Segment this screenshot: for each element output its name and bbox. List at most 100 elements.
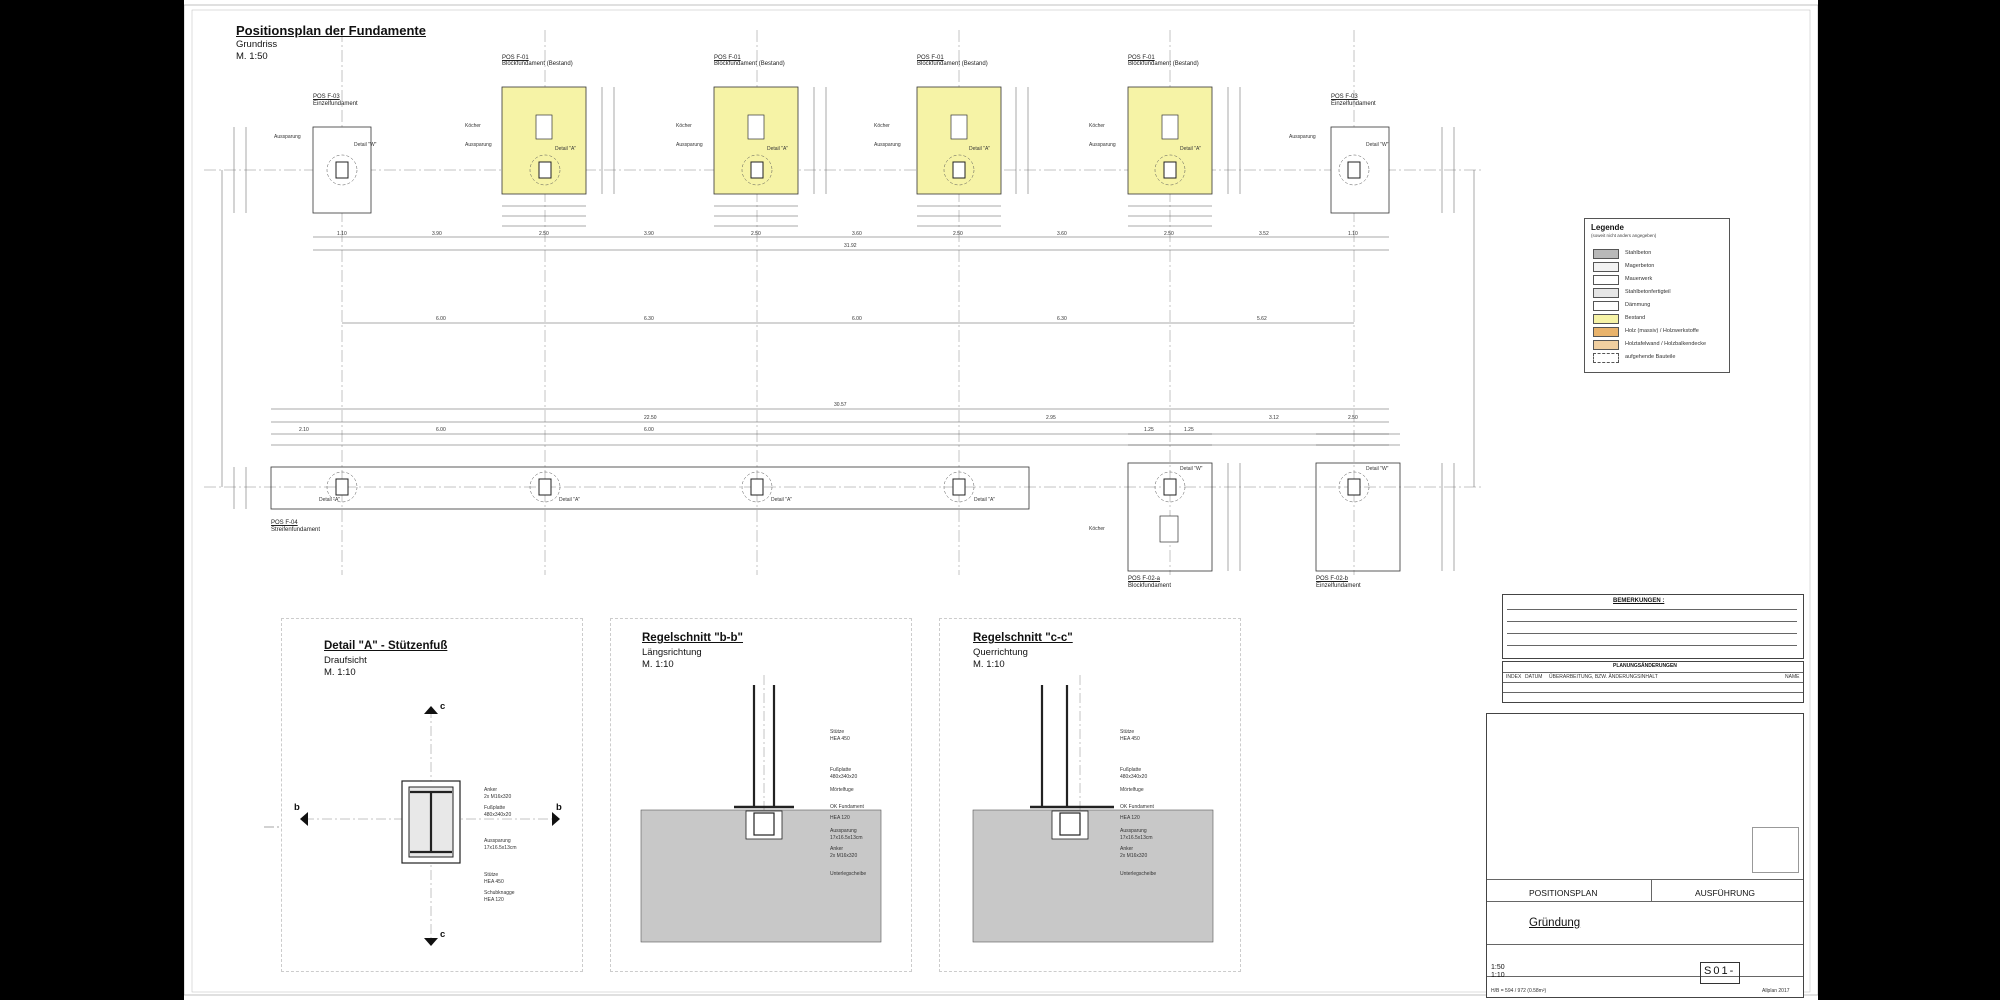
col-content: ÜBERARBEITUNG, BZW. ÄNDERUNGSINHALT bbox=[1549, 674, 1658, 680]
section-marker-c-bottom: c bbox=[440, 929, 446, 940]
fussplatte-b-label: Fußplatte bbox=[830, 767, 852, 773]
aussparung-c-label: Aussparung bbox=[1120, 828, 1147, 834]
dim-row3-1: 22.50 bbox=[644, 415, 657, 421]
dim-row2-3: 6.00 bbox=[852, 316, 862, 322]
legend-label: Stahlbeton bbox=[1625, 250, 1652, 256]
col-index: INDEX bbox=[1506, 674, 1522, 680]
aussparung-a-spec: 17x16.5x13cm bbox=[484, 845, 517, 851]
f01-c-type: Blockfundament (Bestand) bbox=[917, 61, 988, 67]
dim-row3-3: 3.12 bbox=[1269, 415, 1279, 421]
dim-row2-2: 6.30 bbox=[644, 316, 654, 322]
legend-label: aufgehende Bauteile bbox=[1625, 354, 1676, 360]
dim-row2-4: 6.30 bbox=[1057, 316, 1067, 322]
f04-label: POS F-04 bbox=[271, 520, 298, 526]
legend-subtitle: (soweit nicht anders angegeben) bbox=[1591, 233, 1657, 238]
stutze-b-spec: HEA 450 bbox=[830, 736, 850, 742]
aussparung-label: Aussparung bbox=[676, 142, 703, 148]
detail-a-callout: Detail "A" bbox=[319, 497, 341, 503]
legend-swatch bbox=[1593, 275, 1619, 285]
legend-item: Holztafelwand / Holzbalkendecke bbox=[1593, 340, 1723, 350]
plan-subtitle: Grundriss bbox=[236, 39, 278, 50]
detail-a-callout: Detail "A" bbox=[1180, 146, 1202, 152]
fussplatte-b-spec: 480x340x20 bbox=[830, 774, 858, 780]
mortelfuge-c-label: Mörtelfuge bbox=[1120, 787, 1144, 793]
f01-c-label: POS F-01 bbox=[917, 55, 944, 61]
legend-swatch bbox=[1593, 353, 1619, 363]
dim-row4-1: 2.10 bbox=[299, 427, 309, 433]
aussparung-label: Aussparung bbox=[274, 134, 301, 140]
stutze-a-spec: HEA 450 bbox=[484, 879, 504, 885]
fussplatte-c-label: Fußplatte bbox=[1120, 767, 1142, 773]
dim-row4-5: 1.25 bbox=[1184, 427, 1194, 433]
aussparung-label: Aussparung bbox=[465, 142, 492, 148]
legend-swatch bbox=[1593, 314, 1619, 324]
dim-10: 3.52 bbox=[1259, 231, 1269, 237]
legend-label: Mauerwerk bbox=[1625, 276, 1653, 282]
section-bb-scale: M. 1:10 bbox=[642, 659, 674, 670]
legend-item: Bestand bbox=[1593, 314, 1723, 324]
anker-label: Anker bbox=[484, 787, 498, 793]
legend-label: Magerbeton bbox=[1625, 263, 1655, 269]
plan-title: Positionsplan der Fundamente bbox=[236, 23, 426, 38]
aussparung-label: Aussparung bbox=[874, 142, 901, 148]
fussplatte-label: Fußplatte bbox=[484, 805, 506, 811]
stutze-c-label: Stütze bbox=[1120, 729, 1135, 735]
dim-8: 3.60 bbox=[1057, 231, 1067, 237]
legend-swatch bbox=[1593, 288, 1619, 298]
detail-a-callout: Detail "A" bbox=[974, 497, 996, 503]
schubknagge-c-label: HEA 120 bbox=[1120, 815, 1140, 821]
aussparung-a-label: Aussparung bbox=[484, 838, 511, 844]
section-bb-subtitle: Längsrichtung bbox=[642, 647, 702, 658]
remarks-title: BEMERKUNGEN : bbox=[1613, 598, 1665, 604]
detail-w-callout: Detail "W" bbox=[354, 142, 377, 148]
detail-a-subtitle: Draufsicht bbox=[324, 655, 367, 666]
aussparung-label: Aussparung bbox=[1289, 134, 1316, 140]
dim-9: 2.50 bbox=[1164, 231, 1174, 237]
section-cc-title: Regelschnitt "c-c" bbox=[973, 632, 1073, 644]
schubknagge-b-label: HEA 120 bbox=[830, 815, 850, 821]
detail-a-scale: M. 1:10 bbox=[324, 667, 356, 678]
anker-spec: 2x M16x320 bbox=[484, 794, 512, 800]
kocher-label: Köcher bbox=[874, 123, 890, 129]
detail-a-title: Detail "A" - Stützenfuß bbox=[324, 640, 448, 652]
dim-row3-4: 2.50 bbox=[1348, 415, 1358, 421]
legend-swatch bbox=[1593, 301, 1619, 311]
dim-3: 2.50 bbox=[539, 231, 549, 237]
remarks-box: BEMERKUNGEN : bbox=[1502, 594, 1804, 659]
stutze-a-label: Stütze bbox=[484, 872, 499, 878]
fussplatte-spec: 480x340x20 bbox=[484, 812, 512, 818]
col-name: NAME bbox=[1785, 674, 1800, 680]
dim-total-2: 30.57 bbox=[834, 402, 847, 408]
f02b-label: POS F-02-b bbox=[1316, 576, 1349, 582]
dim-row4-2: 6.00 bbox=[436, 427, 446, 433]
legend-item: Stahlbetonfertigteil bbox=[1593, 288, 1723, 298]
f01-a-type: Blockfundament (Bestand) bbox=[502, 61, 573, 67]
stutze-c-spec: HEA 450 bbox=[1120, 736, 1140, 742]
section-bb-panel bbox=[610, 618, 912, 972]
section-marker-b-left: b bbox=[294, 802, 300, 813]
legend-label: Bestand bbox=[1625, 315, 1646, 321]
section-cc-panel bbox=[939, 618, 1241, 972]
schubknagge-a-label: Schubknagge bbox=[484, 890, 515, 896]
kocher-label: Köcher bbox=[676, 123, 692, 129]
dim-row2-5: 5.62 bbox=[1257, 316, 1267, 322]
detail-a-callout: Detail "A" bbox=[559, 497, 581, 503]
f01-d-type: Blockfundament (Bestand) bbox=[1128, 61, 1199, 67]
detail-a-callout: Detail "A" bbox=[969, 146, 991, 152]
unterlegscheibe-b-label: Unterlegscheibe bbox=[830, 871, 867, 877]
drawing-type: POSITIONSPLAN bbox=[1529, 888, 1598, 898]
legend-swatch bbox=[1593, 249, 1619, 259]
detail-a-callout: Detail "A" bbox=[767, 146, 789, 152]
dim-row4-4: 1.25 bbox=[1144, 427, 1154, 433]
legend-item: Dämmung bbox=[1593, 301, 1723, 311]
f02b-type: Einzelfundament bbox=[1316, 583, 1361, 589]
kocher-label: Köcher bbox=[465, 123, 481, 129]
kocher-label: Köcher bbox=[1089, 123, 1105, 129]
legend-item: aufgehende Bauteile bbox=[1593, 353, 1723, 363]
anker-b-label: Anker bbox=[830, 846, 844, 852]
f01-b-type: Blockfundament (Bestand) bbox=[714, 61, 785, 67]
legend-label: Stahlbetonfertigteil bbox=[1625, 289, 1671, 295]
aussparung-label: Aussparung bbox=[1089, 142, 1116, 148]
title-block: POSITIONSPLAN AUSFÜHRUNG Gründung S01- 1… bbox=[1486, 713, 1804, 998]
detail-w-callout: Detail "W" bbox=[1366, 142, 1389, 148]
